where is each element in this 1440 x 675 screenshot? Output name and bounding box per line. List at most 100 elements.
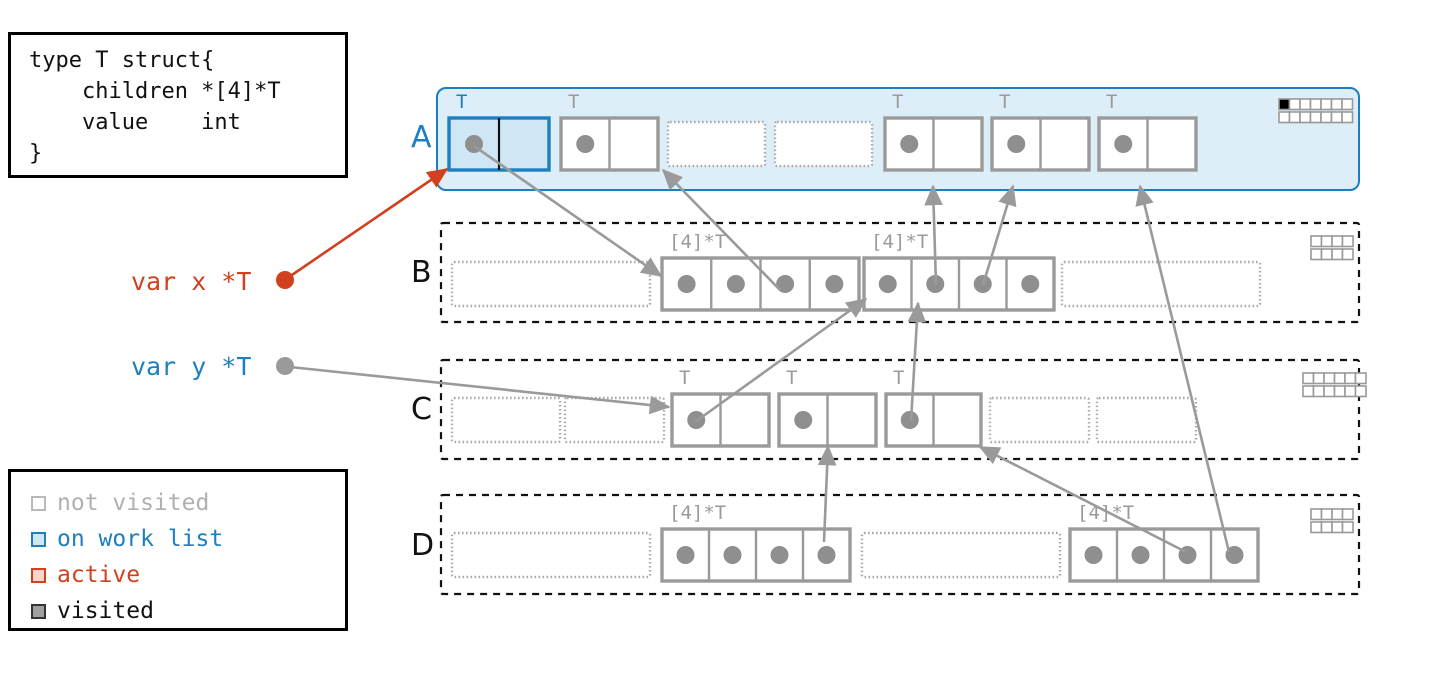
span-A-bitmap-cell	[1278, 111, 1291, 124]
span-D-bitmap-cell	[1331, 521, 1344, 534]
span-label-C: C	[411, 392, 432, 427]
span-B-pointer-dot	[677, 275, 696, 293]
arrow-C4b-to-B3	[907, 301, 927, 422]
span-D-pointer-dot	[676, 546, 695, 564]
span-D-bitmap-cell	[1310, 521, 1323, 534]
span-D-pointer-dot	[770, 546, 789, 564]
legend-swatch-visited	[31, 603, 46, 619]
span-B-free-slot	[1060, 260, 1262, 308]
legend-item-visited: visited	[31, 593, 345, 629]
span-D-free-slot	[450, 531, 652, 579]
span-B-bitmap-cell	[1331, 248, 1344, 261]
span-D-free-slot	[860, 531, 1062, 579]
span-A-type-label: T	[1106, 91, 1117, 113]
span-D-bitmap-cell	[1320, 521, 1333, 534]
span-C-bitmap-cell	[1312, 385, 1325, 398]
span-A-pointer-dot	[900, 135, 919, 153]
span-A-bitmap-cell	[1288, 111, 1301, 124]
arrow-B3c2-to-A6	[981, 184, 1017, 286]
arrow-D4c4-to-A7	[1135, 184, 1231, 553]
span-B-type-label: [4]*T	[669, 231, 726, 253]
span-label-D: D	[411, 528, 435, 563]
span-A-bitmap-cell	[1330, 98, 1343, 111]
span-A-pointer-dot	[1007, 135, 1026, 153]
span-A-bitmap-cell	[1341, 111, 1354, 124]
span-C-bitmap-cell	[1333, 372, 1346, 385]
span-D-pointer-dot	[1131, 546, 1150, 564]
arrow-D2c4-to-C4	[817, 444, 837, 543]
var-y-pointer-dot	[276, 357, 294, 375]
arrow-B3c1-to-A5	[924, 184, 943, 286]
type-definition-box: type T struct{ children *[4]*T value int…	[8, 32, 348, 178]
arrow-A1-to-B2	[473, 144, 663, 278]
span-A-pointer-dot	[1114, 135, 1133, 153]
span-A-type-label: T	[999, 91, 1010, 113]
span-A-bitmap-cell	[1309, 111, 1322, 124]
legend-label-visited: visited	[57, 598, 154, 624]
span-D-pointer-dot	[723, 546, 742, 564]
arrow-B2c3-to-A2	[661, 168, 781, 291]
span-A-bitmap-cell	[1309, 98, 1322, 111]
var-x-pointer-dot	[276, 271, 294, 289]
span-A-bitmap-cell	[1278, 98, 1291, 111]
span-C-free-slot	[1095, 396, 1198, 444]
span-C-bitmap-cell	[1302, 385, 1315, 398]
arrow-D4c3-to-C5	[978, 445, 1187, 554]
span-D-pointer-dot	[817, 546, 836, 564]
span-C-free-slot	[988, 396, 1091, 444]
span-B-pointer-dot	[776, 275, 795, 293]
span-D-pointer-dot	[1225, 546, 1244, 564]
type-definition-code: type T struct{ children *[4]*T value int…	[29, 48, 281, 166]
span-A-type-label: T	[568, 91, 579, 113]
span-B-bitmap-cell	[1310, 248, 1323, 261]
var-dots-layer	[276, 271, 294, 375]
span-C-type-label: T	[786, 367, 797, 389]
span-C-pointer-dot	[900, 411, 919, 429]
arrows-layer	[288, 144, 1231, 554]
span-D-bitmap-cell	[1310, 508, 1323, 521]
span-D: [4]*T[4]*T	[439, 493, 1361, 596]
span-A-bitmap-cell	[1299, 111, 1312, 124]
span-B-bitmap-cell	[1331, 235, 1344, 248]
span-A-bitmap-cell	[1320, 111, 1333, 124]
span-D-bitmap-cell	[1341, 508, 1354, 521]
span-C-bitmap-cell	[1354, 372, 1367, 385]
span-A-type-label: T	[892, 91, 903, 113]
legend-swatch-not-visited	[31, 495, 46, 511]
span-D-type-label: [4]*T	[669, 502, 726, 524]
span-D-bitmap-cell	[1320, 508, 1333, 521]
span-C-bitmap-cell	[1354, 385, 1367, 398]
span-C-free-slot	[563, 396, 666, 444]
arrow-y-to-C3	[289, 365, 671, 415]
span-A-bitmap-cell	[1299, 98, 1312, 111]
legend-label-not-visited: not visited	[57, 490, 210, 516]
span-B-free-slot	[450, 260, 652, 308]
span-C-bitmap-cell	[1302, 372, 1315, 385]
span-A-bitmap-cell	[1320, 98, 1333, 111]
span-B-type-label: [4]*T	[871, 231, 928, 253]
legend-item-on-work-list: on work list	[31, 521, 345, 557]
legend-swatch-on-work-list	[31, 531, 46, 547]
span-C-pointer-dot	[794, 411, 813, 429]
span-label-B: B	[411, 255, 432, 290]
span-label-A: A	[411, 120, 432, 155]
span-A-free-slot	[773, 120, 874, 168]
span-C-bitmap-cell	[1323, 372, 1336, 385]
span-B-bitmap-cell	[1341, 248, 1354, 261]
arrow-C3-to-B3	[694, 297, 868, 424]
span-A-type-label: T	[456, 91, 467, 113]
span-D-bitmap-cell	[1331, 508, 1344, 521]
span-B-bitmap-cell	[1341, 235, 1354, 248]
span-C-bitmap-cell	[1344, 372, 1357, 385]
span-C-free-slot	[450, 396, 562, 444]
span-B-bitmap-cell	[1320, 248, 1333, 261]
span-B-pointer-dot	[1021, 275, 1040, 293]
span-C-bitmap-cell	[1312, 372, 1325, 385]
var-x-label: var x *T	[131, 267, 252, 296]
span-D-pointer-dot	[1084, 546, 1103, 564]
legend-box: not visited on work list active visited	[8, 469, 348, 631]
arrow-x-to-A1	[288, 167, 449, 279]
